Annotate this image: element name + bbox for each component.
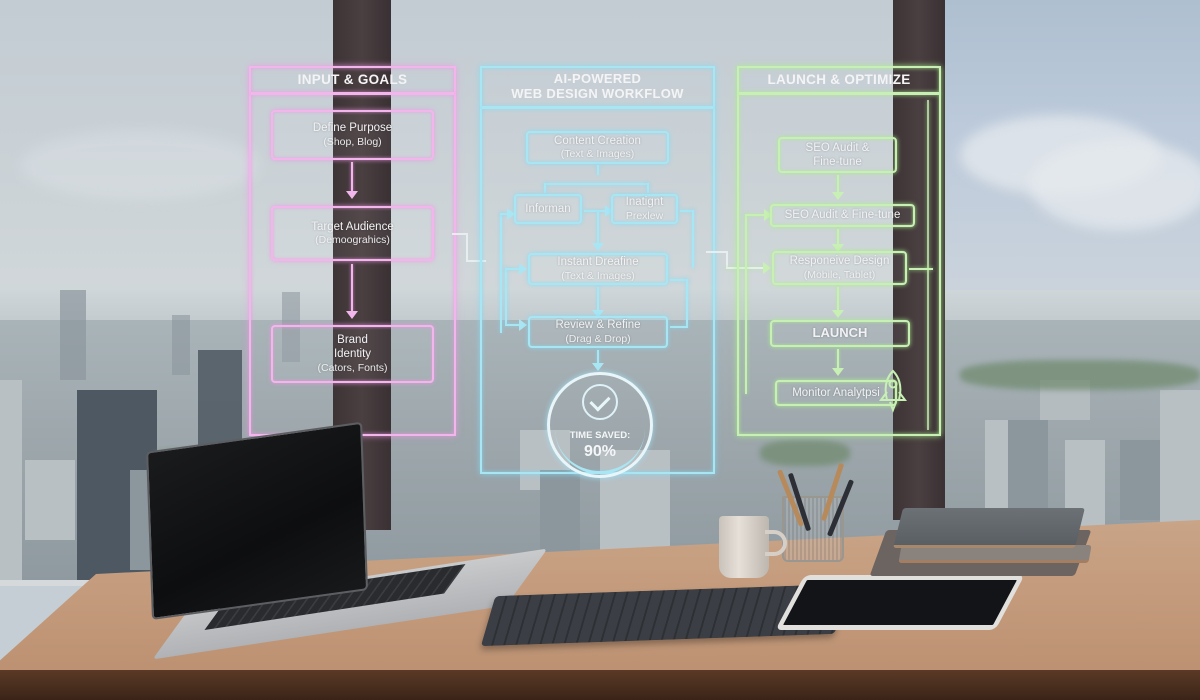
coffee-mug: [719, 516, 769, 578]
badge-label: TIME SAVED:: [569, 430, 631, 441]
tablet: [775, 575, 1025, 630]
node-sublabel: (Shop, Blog): [323, 135, 382, 148]
connector-line: [706, 251, 728, 253]
node-label: Define Purpose: [312, 122, 393, 135]
node-label: Informan: [525, 202, 571, 215]
arrow-down-icon: [346, 162, 358, 199]
node-sublabel: (Drag & Drop): [565, 332, 631, 345]
cloud: [1030, 140, 1200, 230]
arrow-right-icon: [584, 205, 613, 217]
node-label: Review & Refine: [555, 319, 641, 332]
node-sublabel: (Mobile, Tablet): [803, 268, 876, 281]
node-insight-preview: Inatignt Prexlew: [611, 194, 678, 224]
node-sublabel: (Text & Images): [561, 269, 635, 282]
connector-line: [452, 233, 468, 235]
connector-line: [692, 210, 694, 268]
arrow-right-icon: [500, 208, 515, 220]
arrow-right-icon: [505, 319, 527, 331]
mug-handle: [765, 530, 787, 556]
connector-line: [544, 183, 546, 193]
badge-value: 90%: [583, 443, 617, 460]
desk-edge: [0, 670, 1200, 700]
laptop-screen: [146, 421, 369, 620]
node-target-audience: Target Audience (Demoograhics): [271, 206, 434, 261]
window-sill: [0, 580, 100, 586]
connector-line: [647, 183, 649, 193]
node-sublabel: Fine-tune: [813, 156, 862, 168]
arrow-down-icon: [592, 287, 604, 318]
arrow-down-icon: [346, 264, 358, 319]
arrow-right-icon: [745, 209, 772, 221]
node-label: LAUNCH: [812, 325, 868, 341]
title-line-2: WEB DESIGN WORKFLOW: [511, 85, 684, 101]
connector-line: [544, 183, 649, 185]
panel-launch-title: LAUNCH & OPTIMIZE: [767, 72, 911, 87]
panel-workflow-divider: [482, 106, 713, 109]
node-label: SEO Audit & Fine-tune: [784, 209, 901, 222]
arrow-down-icon: [832, 229, 844, 252]
title-line-1: AI-POWERED: [553, 71, 642, 86]
connector-line: [670, 279, 688, 281]
node-review-refine: Review & Refine (Drag & Drop): [528, 316, 668, 348]
connector-line: [680, 210, 694, 212]
node-label: Content Creation: [554, 134, 641, 147]
arrow-right-icon: [505, 263, 527, 275]
panel-workflow-title: AI-POWERED WEB DESIGN WORKFLOW: [480, 71, 715, 102]
connector-line: [909, 268, 933, 270]
connector-line: [745, 214, 747, 394]
badge-ring: [547, 372, 653, 478]
connector-line: [686, 279, 688, 327]
node-label: Monitor Analytpsi: [792, 386, 880, 399]
connector-line: [466, 233, 468, 261]
connector-line: [670, 326, 688, 328]
panel-input-divider: [251, 92, 454, 95]
notebook: [893, 508, 1085, 548]
node-brand-identity: Brand Identity (Cators, Fonts): [271, 325, 434, 383]
badge-arc: [555, 428, 645, 474]
node-label: Brand Identity: [333, 334, 372, 361]
connector-line: [597, 165, 599, 175]
node-seo-audit-1: SEO Audit & Fine-tune: [778, 137, 897, 173]
node-label: Target Audience: [311, 220, 394, 233]
node-label: Inatignt: [625, 196, 664, 209]
node-instant-dreafine: Instant Dreafine (Text & Images): [528, 253, 668, 285]
node-label: Instant Dreafine: [557, 256, 639, 269]
arrow-down-icon: [832, 175, 844, 200]
node-label: Responeive Design: [789, 255, 890, 268]
node-label: SEO Audit &: [805, 141, 870, 154]
panel-input-title: INPUT & GOALS: [297, 72, 408, 87]
arrow-down-icon: [832, 349, 844, 376]
arrow-down-icon: [592, 350, 604, 371]
check-circle-icon: [582, 384, 618, 420]
connector-line: [927, 100, 929, 430]
node-informan: Informan: [514, 194, 582, 224]
node-sublabel: (Demoograhics): [315, 234, 390, 247]
connector-line: [726, 251, 728, 269]
node-seo-audit-2: SEO Audit & Fine-tune: [770, 204, 915, 227]
node-content-creation: Content Creation (Text & Images): [526, 131, 669, 164]
arrow-down-icon: [592, 212, 604, 251]
node-define-purpose: Define Purpose (Shop, Blog): [271, 110, 434, 160]
node-monitor-analytics: Monitor Analytpsi: [775, 380, 897, 406]
window-mullion-right: [893, 0, 945, 520]
cloud: [20, 130, 260, 200]
connector-line: [500, 213, 502, 333]
time-saved-badge: TIME SAVED: 90%: [547, 372, 653, 478]
node-launch: LAUNCH: [770, 320, 910, 347]
rocket-icon: [879, 369, 907, 413]
node-sublabel: (Text & Images): [560, 148, 635, 161]
node-sublabel: Prexlew: [625, 209, 664, 222]
panel-launch-divider: [739, 92, 939, 95]
node-sublabel: (Cators, Fonts): [317, 361, 388, 374]
panel-launch-frame: [737, 66, 941, 436]
arrow-down-icon: [832, 287, 844, 318]
connector-line: [466, 260, 486, 262]
node-responsive-design: Responeive Design (Mobile, Tablet): [772, 251, 907, 285]
connector-line: [505, 268, 507, 325]
